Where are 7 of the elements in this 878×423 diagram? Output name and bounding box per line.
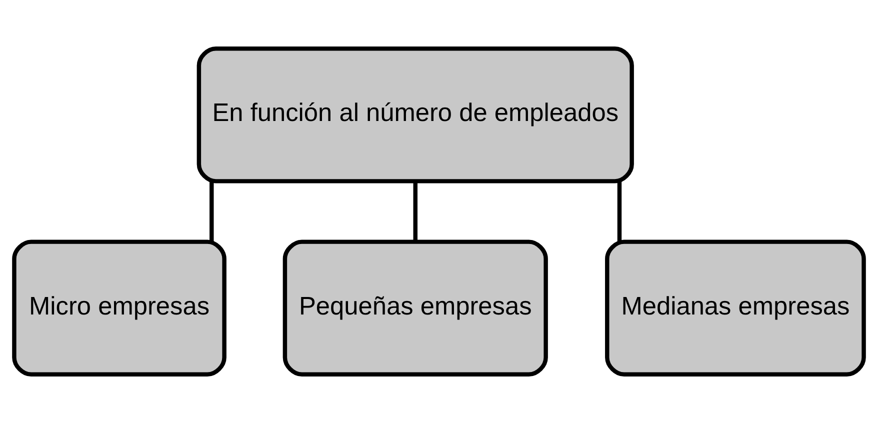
node-box: En función al número de empleados (196, 46, 634, 184)
node-box: Medianas empresas (605, 240, 866, 376)
node-box: Micro empresas (12, 240, 226, 376)
connector (210, 181, 214, 242)
connector (617, 181, 622, 242)
node-box: Pequeñas empresas (282, 240, 548, 376)
connector (413, 181, 418, 242)
